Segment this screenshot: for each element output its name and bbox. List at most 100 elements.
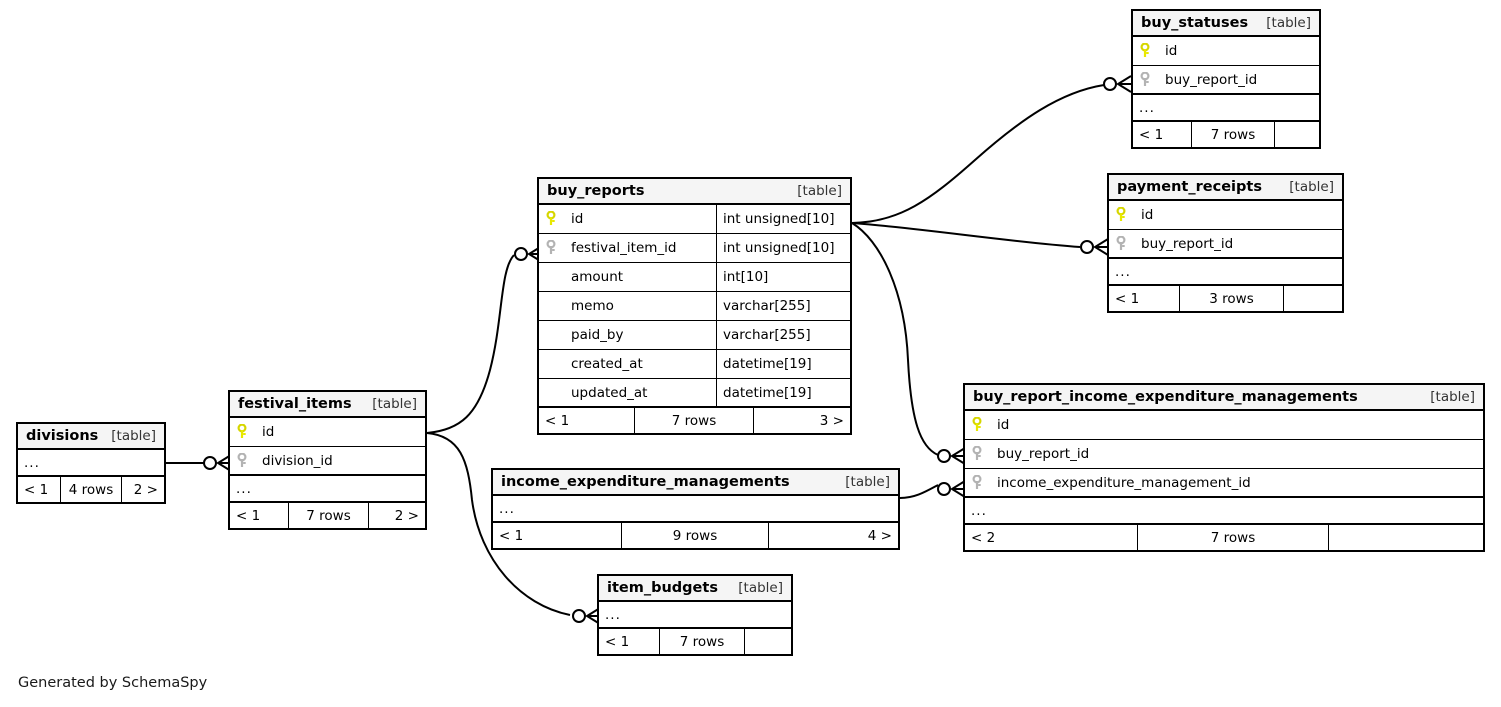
gray-key-icon	[971, 474, 997, 491]
more-columns-ellipsis: ...	[1109, 259, 1342, 286]
footer-children-count[interactable]	[1275, 122, 1319, 147]
table-income-expenditure-managements[interactable]: income_expenditure_managements [table] .…	[491, 468, 900, 550]
column-type: int unsigned[10]	[723, 240, 835, 256]
column-row-id[interactable]: id	[965, 411, 1483, 440]
yellow-key-icon	[236, 424, 262, 440]
yellow-key-icon	[545, 211, 571, 227]
column-row-buy-report-id[interactable]: buy_report_id	[1133, 66, 1319, 95]
footer-children-count[interactable]: 3 >	[819, 412, 844, 429]
column-row-paid-by[interactable]: paid_by varchar[255]	[539, 321, 850, 350]
column-left-cell: created_at	[539, 350, 717, 378]
column-row-buy-report-id[interactable]: buy_report_id	[1109, 230, 1342, 259]
table-buy-reports[interactable]: buy_reports [table] id int unsigned[10] …	[537, 177, 852, 435]
column-row-buy-report-id[interactable]: buy_report_id	[965, 440, 1483, 469]
column-row-income-expenditure-management-id[interactable]: income_expenditure_management_id	[965, 469, 1483, 498]
footer-parents-count[interactable]: < 1	[236, 507, 261, 524]
more-columns-ellipsis: ...	[230, 476, 425, 503]
table-header: festival_items [table]	[230, 392, 425, 418]
footer-row-count: 7 rows	[659, 629, 745, 654]
more-columns-ellipsis: ...	[599, 602, 791, 629]
footer-children-count[interactable]	[1284, 286, 1342, 311]
table-title: buy_reports	[547, 182, 645, 199]
footer-row-count: 7 rows	[1137, 525, 1329, 550]
table-header: buy_reports [table]	[539, 179, 850, 205]
column-row-id[interactable]: id int unsigned[10]	[539, 205, 850, 234]
table-title: festival_items	[238, 395, 352, 412]
footer-children-count[interactable]: 2 >	[133, 481, 158, 498]
column-type: varchar[255]	[723, 327, 811, 343]
table-payment-receipts[interactable]: payment_receipts [table] id buy_report_i…	[1107, 173, 1344, 313]
yellow-key-icon	[971, 417, 997, 433]
footer-children-count[interactable]: 4 >	[867, 527, 892, 544]
more-columns-ellipsis: ...	[493, 496, 898, 523]
column-left-cell: id	[230, 418, 425, 446]
table-footer: < 1 7 rows 3 >	[539, 408, 850, 433]
table-header: income_expenditure_managements [table]	[493, 470, 898, 496]
edge-buy-reports-to-payment-receipts	[851, 222, 1081, 248]
table-title: item_budgets	[607, 579, 718, 596]
column-row-festival-item-id[interactable]: festival_item_id int unsigned[10]	[539, 234, 850, 263]
table-title: divisions	[26, 427, 99, 444]
footer-row-count: 7 rows	[1191, 122, 1275, 147]
table-divisions[interactable]: divisions [table] ... < 1 4 rows 2 >	[16, 422, 166, 504]
column-type: datetime[19]	[723, 384, 812, 401]
table-buy-report-income-expenditure-managements[interactable]: buy_report_income_expenditure_management…	[963, 383, 1485, 552]
footer-parents-count[interactable]: < 1	[1139, 126, 1164, 143]
column-name: id	[1165, 43, 1178, 59]
gray-key-icon	[1139, 71, 1165, 88]
table-type-tag: [table]	[797, 182, 842, 199]
footer-children-count[interactable]: 2 >	[394, 507, 419, 524]
column-row-amount[interactable]: amount int[10]	[539, 263, 850, 292]
edge-endpoint-circle	[937, 449, 951, 463]
footer-parents-count[interactable]: < 1	[605, 633, 630, 650]
edge-endpoint-circle	[572, 609, 586, 623]
footer-parents-count[interactable]: < 1	[499, 527, 524, 544]
column-row-id[interactable]: id	[230, 418, 425, 447]
table-item-budgets[interactable]: item_budgets [table] ... < 1 7 rows	[597, 574, 793, 656]
column-type: int[10]	[723, 269, 769, 285]
edge-endpoint-circle	[514, 247, 528, 261]
table-type-tag: [table]	[111, 427, 156, 444]
footer-children-count[interactable]	[1329, 525, 1483, 550]
edge-festival-items-to-buy-reports	[426, 254, 515, 434]
column-row-id[interactable]: id	[1109, 201, 1342, 230]
column-row-created-at[interactable]: created_at datetime[19]	[539, 350, 850, 379]
footer-parents-count[interactable]: < 2	[971, 529, 996, 546]
table-type-tag: [table]	[1430, 388, 1475, 405]
column-name: buy_report_id	[1141, 235, 1234, 252]
footer-children-count[interactable]	[745, 629, 791, 654]
table-footer: < 1 7 rows 2 >	[230, 503, 425, 528]
table-festival-items[interactable]: festival_items [table] id division_id ..…	[228, 390, 427, 530]
footer-parents-count[interactable]: < 1	[1115, 290, 1140, 307]
column-name: festival_item_id	[571, 240, 677, 256]
footer-parents-count[interactable]: < 1	[545, 412, 570, 429]
table-type-tag: [table]	[372, 395, 417, 412]
column-name: id	[1141, 207, 1154, 223]
column-row-memo[interactable]: memo varchar[255]	[539, 292, 850, 321]
table-buy-statuses[interactable]: buy_statuses [table] id buy_report_id ..…	[1131, 9, 1321, 149]
table-footer: < 1 7 rows	[599, 629, 791, 654]
edge-iem-to-brieem	[899, 484, 939, 499]
more-columns-ellipsis: ...	[965, 498, 1483, 525]
column-row-division-id[interactable]: division_id	[230, 447, 425, 476]
table-footer: < 2 7 rows	[965, 525, 1483, 550]
column-name: division_id	[262, 452, 333, 469]
table-footer: < 1 4 rows 2 >	[18, 477, 164, 502]
column-name: id	[262, 424, 275, 440]
footer-row-count: 7 rows	[634, 408, 754, 433]
edge-endpoint-circle	[1080, 240, 1094, 254]
column-row-id[interactable]: id	[1133, 37, 1319, 66]
edge-buy-reports-to-buy-statuses	[851, 84, 1105, 224]
footer-parents-count[interactable]: < 1	[24, 481, 49, 498]
table-title: payment_receipts	[1117, 178, 1262, 195]
column-name: memo	[571, 298, 614, 314]
column-name: paid_by	[571, 327, 624, 343]
table-header: buy_statuses [table]	[1133, 11, 1319, 37]
footer-row-count: 9 rows	[621, 523, 769, 548]
column-name: created_at	[571, 356, 643, 372]
column-name: amount	[571, 269, 624, 285]
column-row-updated-at[interactable]: updated_at datetime[19]	[539, 379, 850, 408]
column-name: updated_at	[571, 384, 648, 401]
column-left-cell: festival_item_id	[539, 234, 717, 262]
